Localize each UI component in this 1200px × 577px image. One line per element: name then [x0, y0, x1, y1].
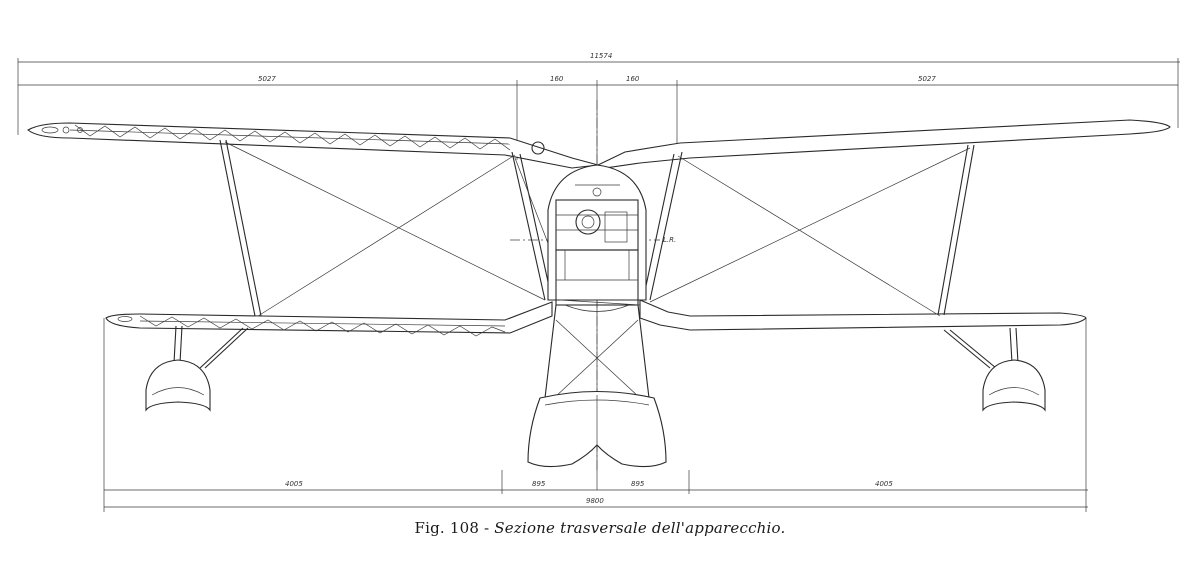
dim-hull-left: 895: [532, 480, 546, 488]
dim-upper-left-half: 5027: [258, 75, 276, 83]
upper-wing-right-outline: [596, 119, 1171, 169]
figure-caption-prefix: Fig. 108 -: [414, 519, 495, 537]
upper-wing-left-structure: [27, 122, 599, 169]
dimension-labels: 11574 5027 160 160 5027 4005 895 895 400…: [258, 52, 936, 505]
dim-lower-total: 9800: [586, 497, 604, 505]
interplane-struts: [219, 139, 975, 317]
dim-center-left: 160: [550, 75, 564, 83]
figure-caption: Fig. 108 - Sezione trasversale dell'appa…: [0, 519, 1200, 537]
bracing-wires: [224, 141, 971, 317]
dim-overall-upper-span: 11574: [590, 52, 612, 60]
dim-center-right: 160: [626, 75, 640, 83]
right-wing-float: [943, 327, 1046, 412]
figure-caption-title: Sezione trasversale dell'apparecchio.: [494, 519, 786, 537]
dim-hull-right: 895: [631, 480, 645, 488]
left-wing-float: [145, 325, 249, 412]
seaplane-cross-section-drawing: 11574 5027 160 160 5027 4005 895 895 400…: [17, 52, 1180, 512]
hull-cross-section: [527, 164, 667, 468]
lower-wing-left-structure: [105, 301, 553, 337]
dim-lower-left: 4005: [285, 480, 303, 488]
dim-upper-right-half: 5027: [918, 75, 936, 83]
dim-lower-right: 4005: [875, 480, 893, 488]
thrust-line-label: L.R.: [663, 236, 676, 244]
lower-wing-right-outline: [639, 299, 1087, 331]
